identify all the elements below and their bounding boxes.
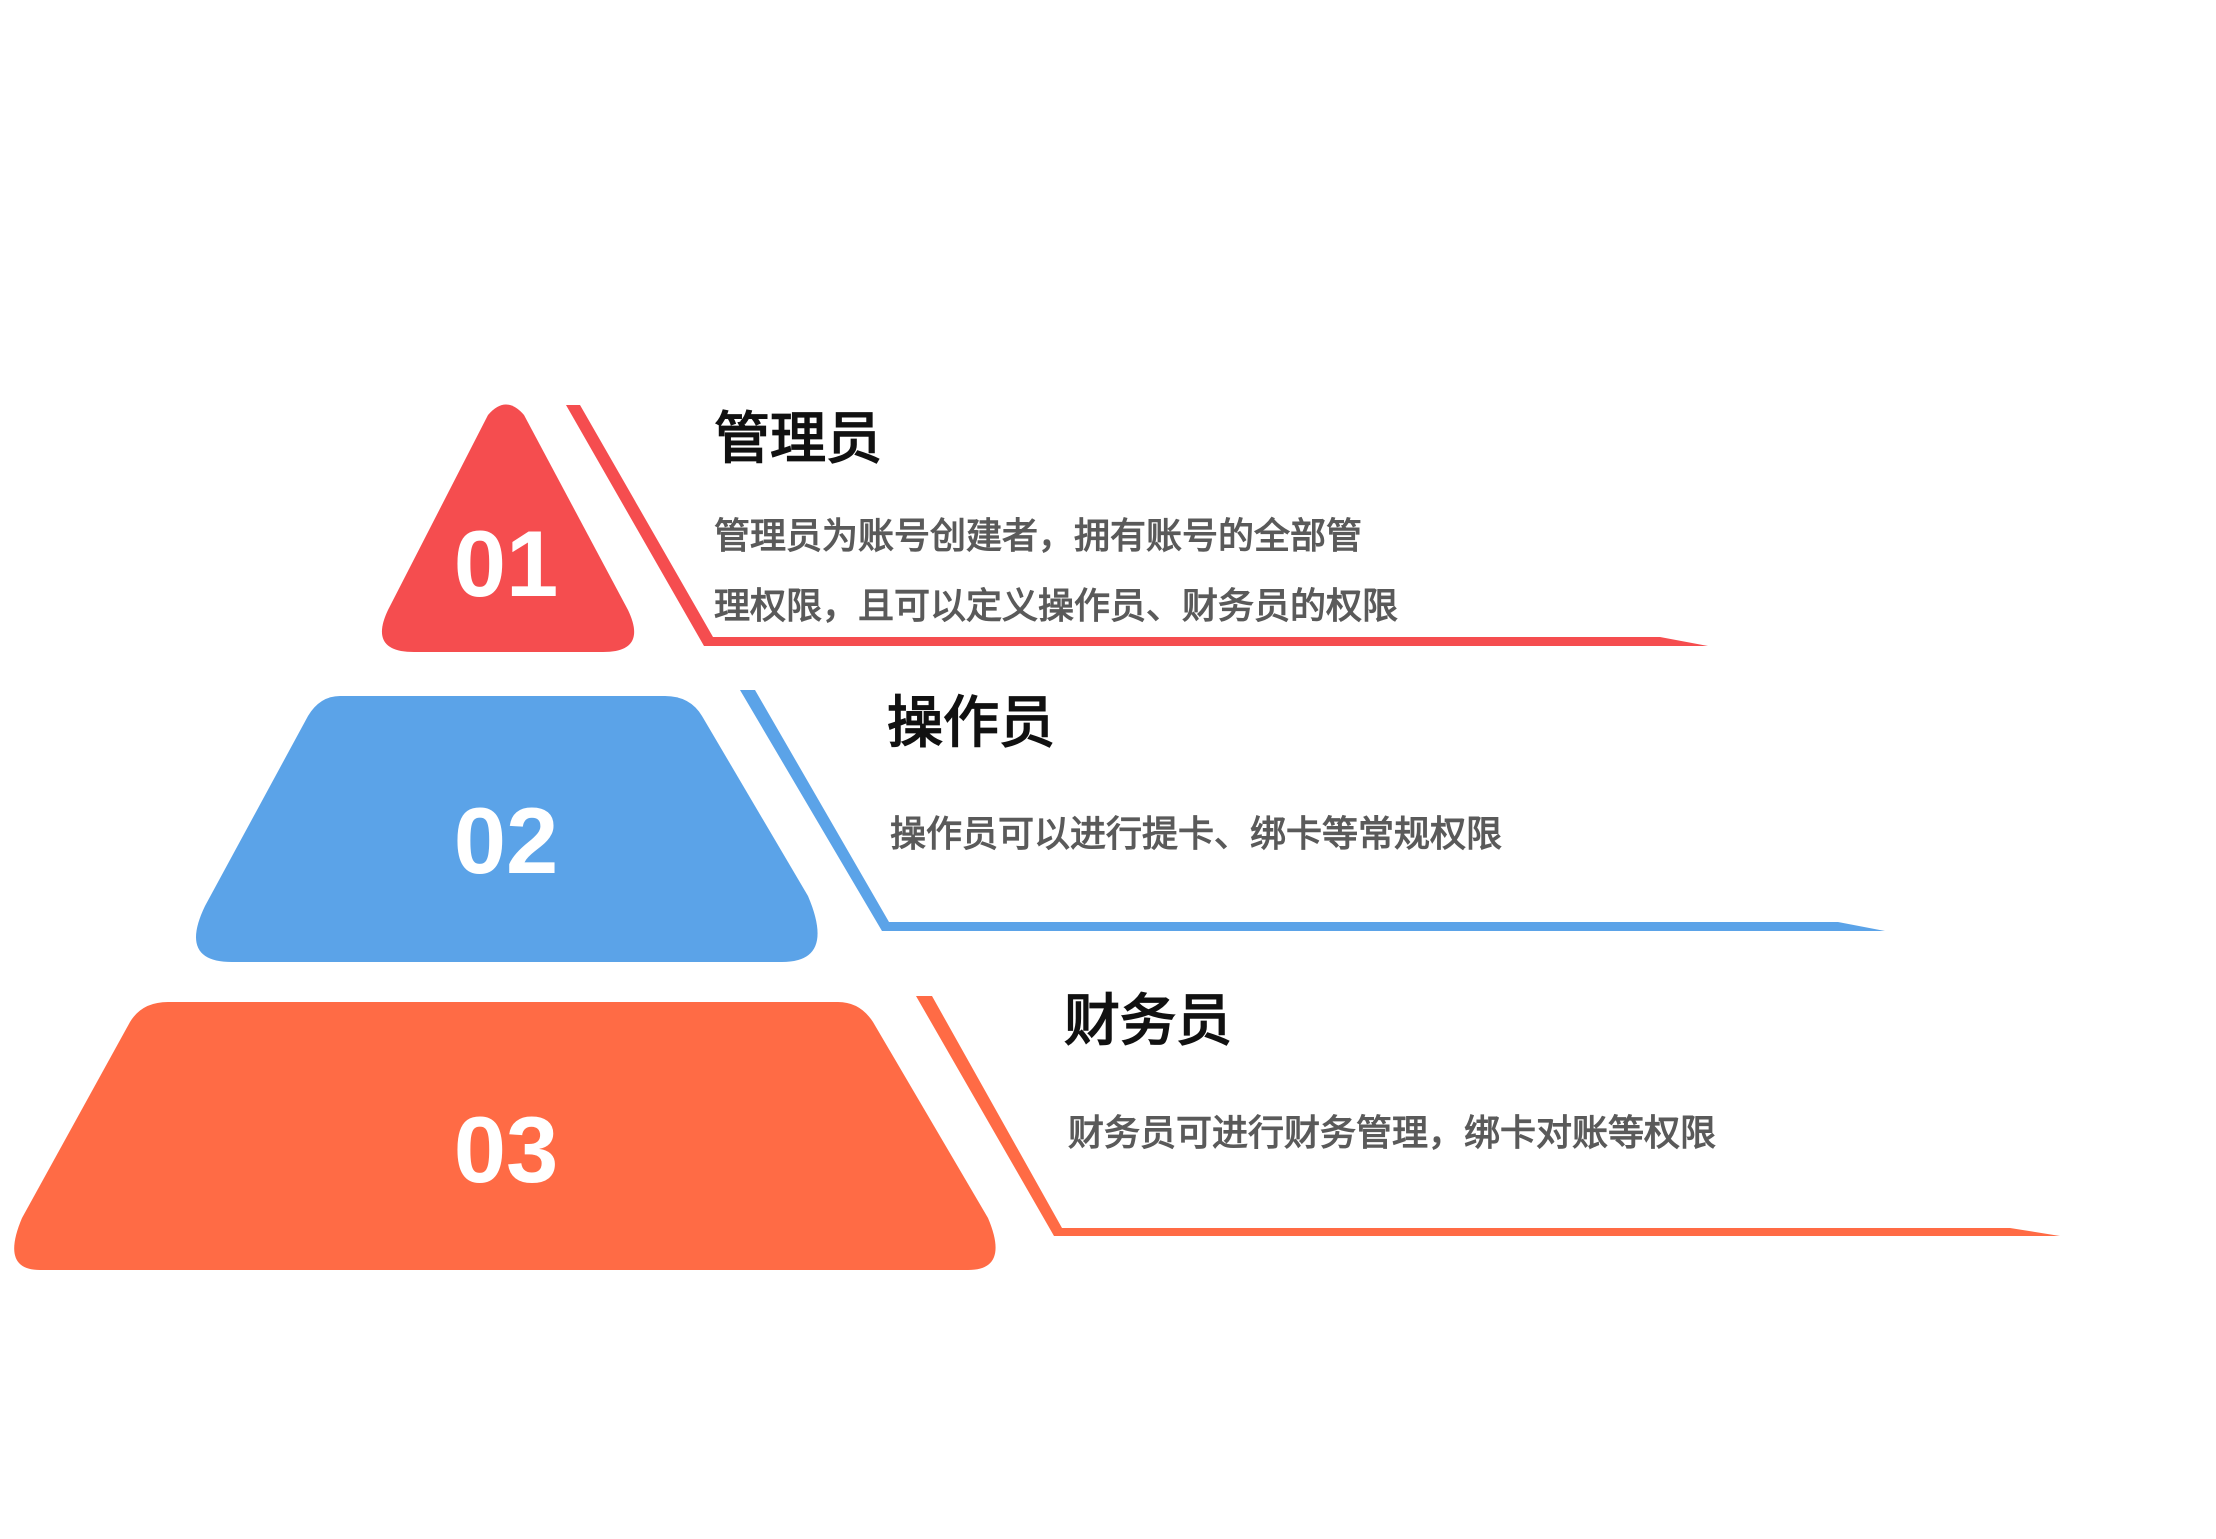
level-title-3: 财务员 bbox=[1064, 989, 1232, 1054]
level-description-2-line-1: 操作员可以进行提卡、绑卡等常规权限 bbox=[890, 814, 1503, 855]
level-number-2: 02 bbox=[454, 788, 559, 893]
pyramid-level-3: 03 bbox=[14, 996, 2060, 1270]
level-number-3: 03 bbox=[454, 1097, 559, 1202]
level-title-2: 操作员 bbox=[887, 691, 1055, 756]
level-description-1-line-1: 管理员为账号创建者，拥有账号的全部管 bbox=[714, 516, 1363, 557]
level-description-1-line-2: 理权限，且可以定义操作员、财务员的权限 bbox=[714, 586, 1399, 627]
pyramid-segment-2 bbox=[196, 696, 818, 962]
level-number-1: 01 bbox=[454, 511, 559, 616]
pyramid-level-1: 01 bbox=[381, 404, 1708, 652]
pyramid-segment-1 bbox=[381, 404, 635, 652]
level-title-1: 管理员 bbox=[714, 407, 882, 472]
level-description-3-line-1: 财务员可进行财务管理，绑卡对账等权限 bbox=[1068, 1113, 1717, 1154]
pyramid-segment-3 bbox=[14, 1002, 996, 1270]
pyramid-level-2: 02 bbox=[196, 690, 1885, 962]
